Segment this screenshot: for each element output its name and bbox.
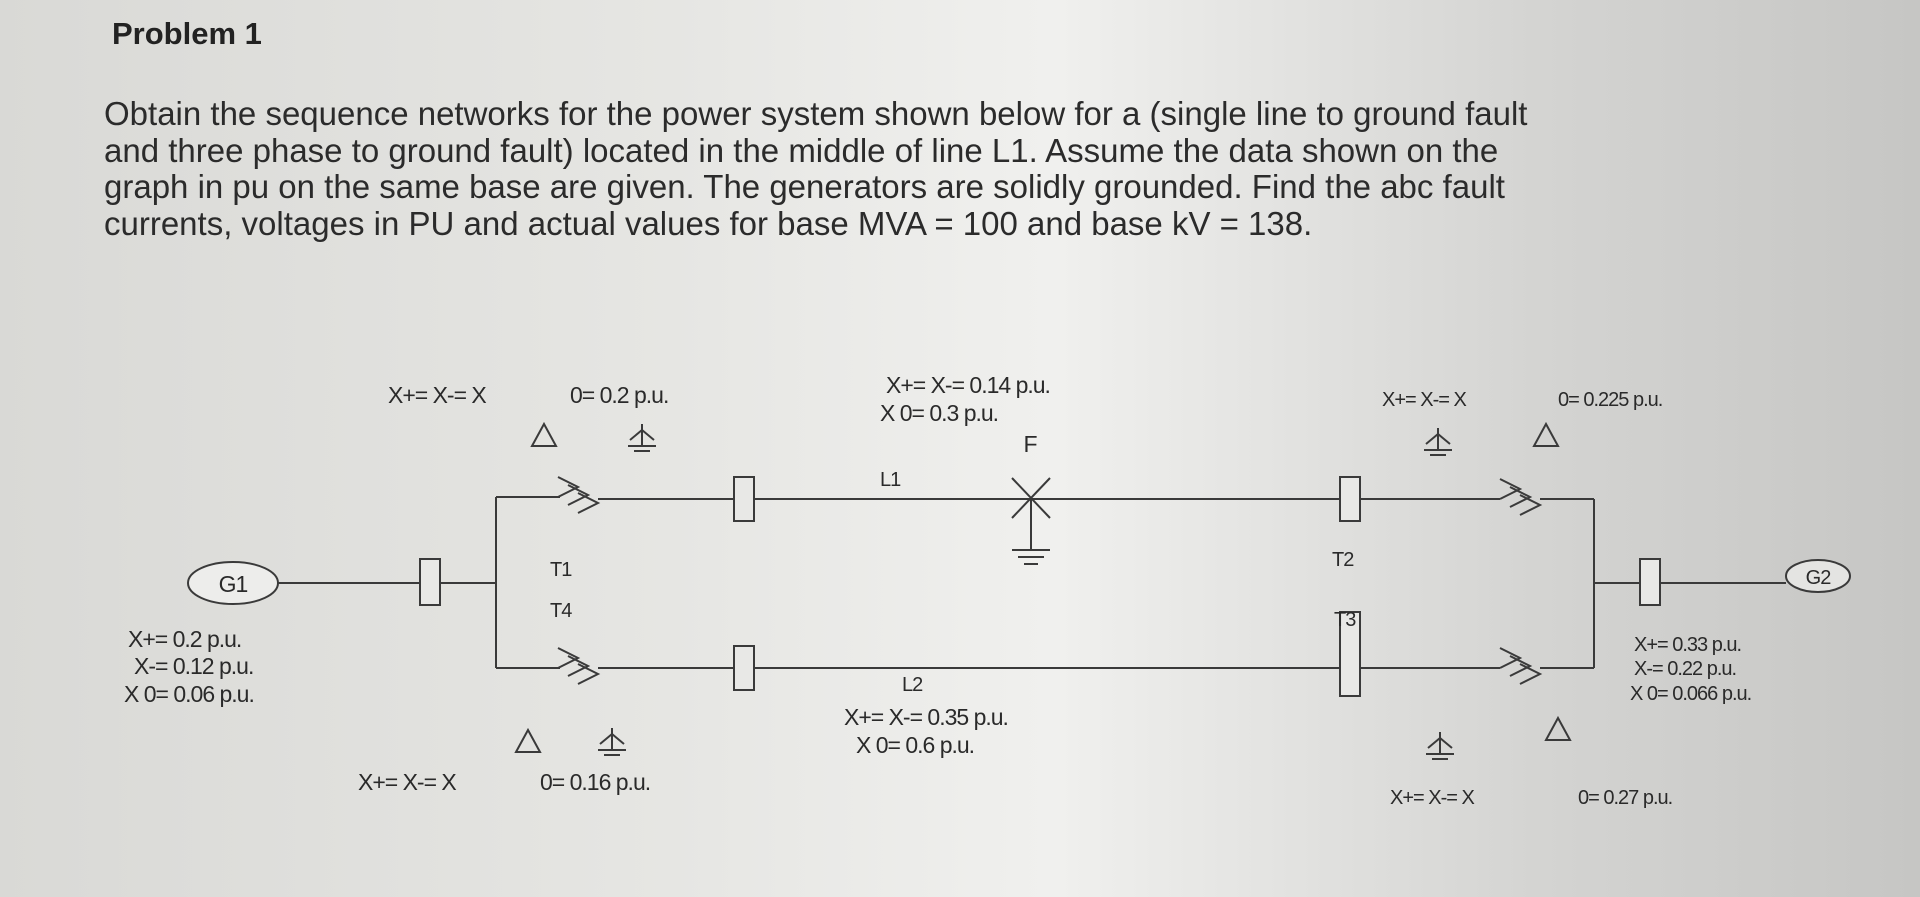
- statement-line-2: and three phase to ground fault) located…: [104, 131, 1499, 169]
- t2-label: T2: [1332, 549, 1354, 571]
- t4-pos-neg-label: X+= X-= X: [358, 769, 456, 795]
- g1-pos-label: X+= 0.2 p.u.: [128, 626, 241, 652]
- t3-transformer: [1499, 647, 1543, 685]
- t1-pos-neg-label: X+= X-= X: [388, 382, 486, 408]
- t1-zero-label: 0= 0.2 p.u.: [570, 382, 668, 408]
- l1-pos-neg-label: X+= X-= 0.14 p.u.: [886, 372, 1050, 398]
- t4-zero-label: 0= 0.16 p.u.: [540, 769, 650, 795]
- t3-label: T3: [1334, 609, 1356, 631]
- t4-label: T4: [550, 600, 572, 622]
- l2-pos-neg-label: X+= X-= 0.35 p.u.: [844, 704, 1008, 730]
- l1-label: L1: [880, 469, 901, 491]
- g1-breaker: [419, 558, 441, 606]
- t2-delta-icon: [1532, 421, 1560, 447]
- problem-statement: Obtain the sequence networks for the pow…: [104, 95, 1864, 242]
- t4-delta-icon: [514, 727, 542, 753]
- l1-breaker-left: [733, 476, 755, 522]
- g1-zero-label: X 0= 0.06 p.u.: [124, 681, 254, 707]
- t3-zero-label: 0= 0.27 p.u.: [1578, 787, 1672, 809]
- t2-transformer: [1499, 478, 1543, 516]
- l2-breaker-left: [733, 645, 755, 691]
- statement-line-3: graph in pu on the same base are given. …: [104, 168, 1505, 205]
- g2-label: G2: [1806, 567, 1832, 589]
- t1-label: T1: [550, 559, 572, 581]
- l2-label: L2: [902, 674, 923, 696]
- t2-zero-label: 0= 0.225 p.u.: [1558, 389, 1662, 411]
- fault-marker: [1011, 477, 1051, 565]
- t1-wye-ground-icon: [628, 424, 656, 452]
- t1-transformer: [557, 476, 601, 514]
- statement-line-1: Obtain the sequence networks for the pow…: [104, 95, 1528, 132]
- fault-label: F: [1023, 431, 1037, 457]
- l1-breaker-right: [1339, 476, 1361, 522]
- l2-zero-label: X 0= 0.6 p.u.: [856, 732, 974, 758]
- g2-breaker: [1639, 558, 1661, 606]
- g1-label: G1: [219, 571, 248, 597]
- g1-neg-label: X-= 0.12 p.u.: [134, 653, 253, 679]
- statement-line-4: currents, voltages in PU and actual valu…: [104, 204, 1313, 242]
- t3-wye-ground-icon: [1426, 732, 1454, 760]
- t4-wye-ground-icon: [598, 728, 626, 756]
- t3-delta-icon: [1544, 715, 1572, 741]
- t4-transformer: [557, 647, 601, 685]
- l2-breaker-right: [1339, 611, 1361, 697]
- g2-neg-label: X-= 0.22 p.u.: [1634, 658, 1736, 680]
- l1-zero-label: X 0= 0.3 p.u.: [880, 400, 998, 426]
- t3-pos-neg-label: X+= X-= X: [1390, 787, 1474, 809]
- t2-pos-neg-label: X+= X-= X: [1382, 389, 1466, 411]
- g2-zero-label: X 0= 0.066 p.u.: [1630, 683, 1751, 705]
- problem-title: Problem 1: [112, 16, 262, 51]
- t2-wye-ground-icon: [1424, 428, 1452, 456]
- g2-pos-label: X+= 0.33 p.u.: [1634, 634, 1741, 656]
- t1-delta-icon: [530, 421, 558, 447]
- g2-generator: [1785, 559, 1851, 593]
